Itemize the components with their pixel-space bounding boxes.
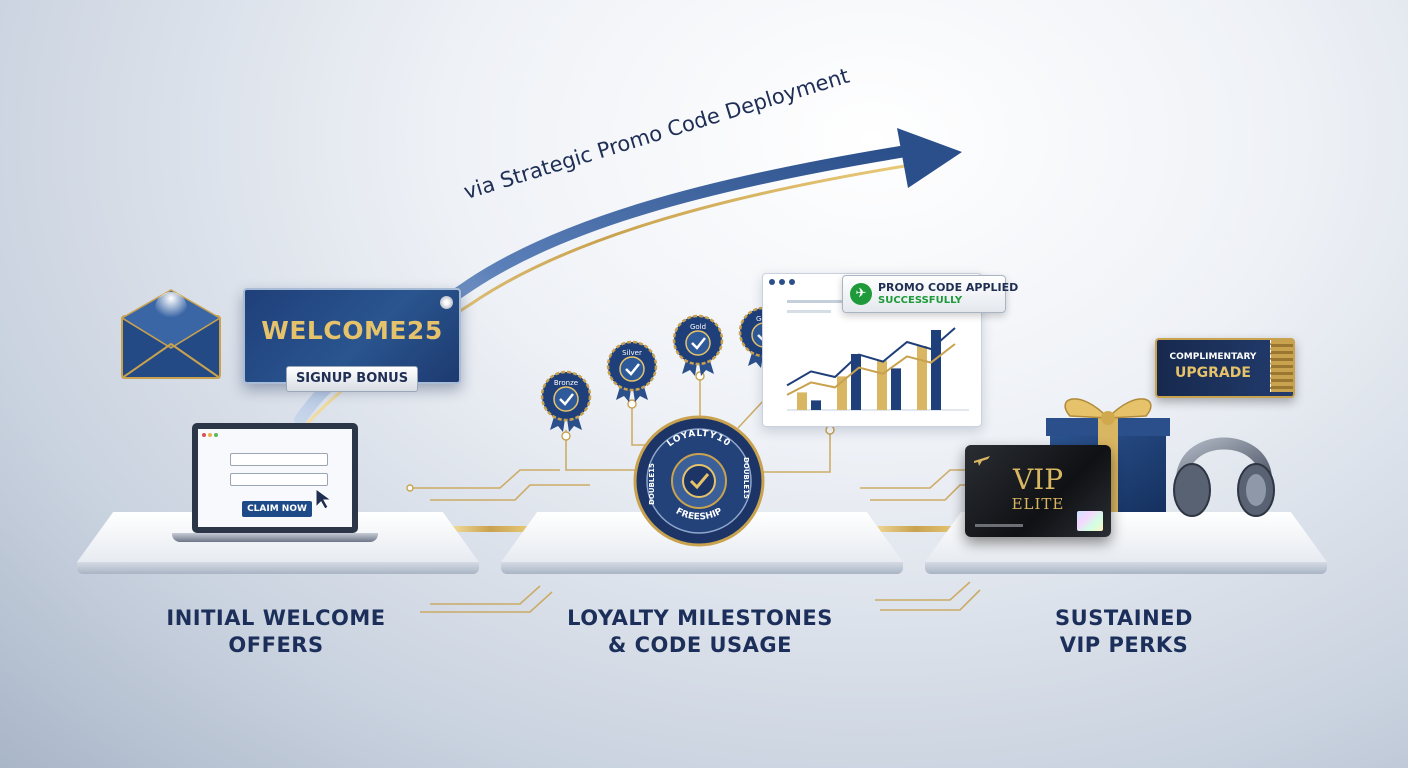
coupon-code: WELCOME25 xyxy=(261,316,443,345)
badge-label: Gold xyxy=(690,323,706,331)
headphones-icon xyxy=(1173,437,1275,517)
plane-icon xyxy=(974,456,990,466)
badge-label: Bronze xyxy=(554,379,578,387)
chart-bar-gold-3 xyxy=(917,346,927,410)
hologram-icon xyxy=(1077,511,1103,531)
stage-3-line-2: VIP PERKS xyxy=(1059,633,1189,657)
laptop-base xyxy=(172,533,378,542)
badge-silver-1: Silver xyxy=(606,340,658,402)
promo-toast-status: SUCCESSFULLY xyxy=(878,295,963,306)
ticket-line-1: COMPLIMENTARY xyxy=(1169,352,1257,362)
chart-bar-navy-2 xyxy=(891,368,901,410)
stage-2-line-2: & CODE USAGE xyxy=(608,633,792,657)
badge-label: Silver xyxy=(622,349,642,357)
ticket-stub xyxy=(1270,340,1293,392)
claim-now-button[interactable]: CLAIM NOW xyxy=(242,501,312,517)
promo-toast-title: PROMO CODE APPLIED xyxy=(878,281,1019,294)
ticket-line-2: UPGRADE xyxy=(1175,365,1251,381)
seal-left-text: DOUBLE15 xyxy=(648,463,656,505)
trend-line-navy xyxy=(786,327,956,387)
chart-bar-gold-2 xyxy=(877,360,887,410)
envelope-icon xyxy=(120,289,222,379)
chart-bar-gold-1 xyxy=(837,376,847,410)
analytics-chart xyxy=(769,279,969,411)
stage-3-line-1: SUSTAINED xyxy=(1055,606,1193,630)
upgrade-ticket: COMPLIMENTARY UPGRADE xyxy=(1155,338,1295,398)
stage-1-line-2: OFFERS xyxy=(228,633,324,657)
stage-2-line-1: LOYALTY MILESTONES xyxy=(567,606,833,630)
signup-form: CLAIM NOW xyxy=(198,429,352,527)
laptop: CLAIM NOW xyxy=(192,423,358,533)
chart-bar-navy-0 xyxy=(811,400,821,410)
signup-bonus-tag: SIGNUP BONUS xyxy=(286,366,418,392)
promo-applied-toast: ✈ PROMO CODE APPLIED SUCCESSFULLY xyxy=(842,275,1018,313)
chart-bar-navy-3 xyxy=(931,330,941,410)
welcome-coupon: WELCOME25 xyxy=(243,288,461,384)
svg-text:FREESHIP: FREESHIP xyxy=(674,506,724,522)
email-field[interactable] xyxy=(230,453,328,466)
chart-bar-navy-1 xyxy=(851,354,861,410)
stage-label-welcome: INITIAL WELCOME OFFERS xyxy=(126,605,426,659)
seal-right-text: DOUBLE15 xyxy=(742,457,750,499)
stage-label-loyalty: LOYALTY MILESTONES & CODE USAGE xyxy=(550,605,850,659)
trend-line-gold xyxy=(786,343,956,396)
plane-check-icon: ✈ xyxy=(850,283,872,305)
card-number-line xyxy=(975,524,1023,527)
password-field[interactable] xyxy=(230,473,328,486)
badge-gold-2: Gold xyxy=(672,314,724,376)
coupon-hole xyxy=(440,296,453,309)
vip-card-subtitle: ELITE xyxy=(1011,495,1065,513)
badge-bronze-0: Bronze xyxy=(540,370,592,432)
seal-bottom-text: FREESHIP xyxy=(674,506,724,522)
loyalty-seal: LOYALTY10 FREESHIP DOUBLE15 DOUBLE15 xyxy=(633,415,765,547)
stage-1-line-1: INITIAL WELCOME xyxy=(166,606,386,630)
vip-elite-card: VIP ELITE xyxy=(965,445,1111,537)
cursor-icon xyxy=(315,488,333,510)
chart-bar-gold-0 xyxy=(797,392,807,410)
vip-card-title: VIP xyxy=(1012,463,1064,496)
stage-label-vip: SUSTAINED VIP PERKS xyxy=(974,605,1274,659)
